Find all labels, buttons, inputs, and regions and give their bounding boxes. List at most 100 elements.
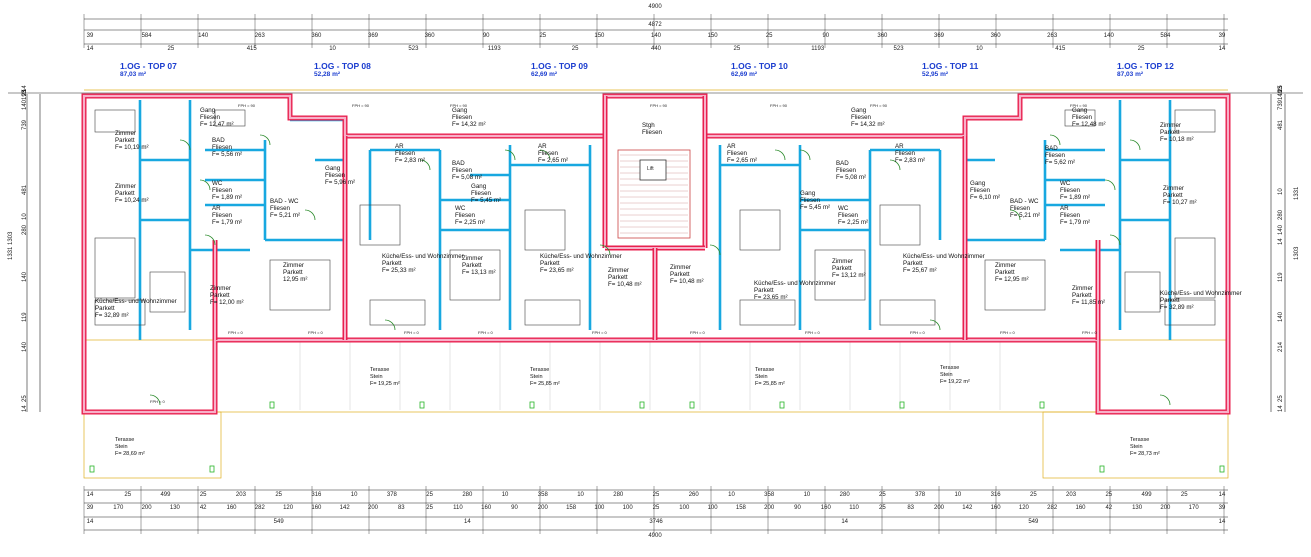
- room-area: F= 2,25 m²: [455, 219, 486, 226]
- door-swing-4: [304, 209, 316, 221]
- room-mat: Parkett: [1160, 129, 1180, 136]
- dimension-label: 160: [1075, 505, 1086, 511]
- outer-walls: [81, 93, 1231, 415]
- room-area: F= 10,19 m²: [115, 144, 149, 151]
- dimension-label-vertical: 739: [1278, 99, 1284, 110]
- room-area: F= 13,12 m²: [832, 272, 866, 279]
- room-area: F= 10,24 m²: [115, 197, 149, 204]
- dimension-label: 100: [594, 505, 605, 511]
- furniture-item-12: [814, 249, 866, 301]
- dimension-label-vertical: 14: [1278, 405, 1284, 412]
- dimension-label-vertical: 119: [1278, 272, 1284, 282]
- dimension-label: 584: [1160, 33, 1171, 39]
- dimension-label: 39: [86, 33, 94, 39]
- dimension-label: 282: [1047, 505, 1058, 511]
- room-name: AR: [727, 143, 736, 150]
- dimension-label-vertical: 1303: [1294, 246, 1300, 260]
- terrace-outline-1: [83, 411, 222, 479]
- terrace-outline-0: [83, 339, 1229, 413]
- dimension-label: 83: [907, 505, 915, 511]
- furniture-item-8: [524, 209, 566, 251]
- dimension-label: 14: [86, 46, 94, 52]
- door-swing-8: [539, 149, 551, 161]
- dimension-label-vertical: 14: [22, 405, 28, 412]
- dimension-label: 25: [879, 505, 886, 511]
- door-swing-5: [384, 319, 396, 331]
- dimension-label: 39: [1218, 505, 1226, 511]
- dimension-label: 1193: [811, 46, 825, 52]
- dimension-label: 316: [311, 492, 322, 498]
- terrace-name: Terasse: [755, 367, 775, 373]
- room-mat: Parkett: [754, 287, 774, 294]
- dimension-label: 100: [622, 505, 633, 511]
- room-area: F= 1,89 m²: [212, 194, 243, 201]
- fph-label: FPH = 90: [770, 103, 788, 108]
- unit-area-top11: 52,95 m²: [922, 71, 949, 78]
- room-area: F= 23,65 m²: [540, 267, 574, 274]
- room-mat: Parkett: [115, 137, 135, 144]
- room-area: F= 2,65 m²: [727, 157, 758, 164]
- dimension-label-vertical: 14: [22, 85, 28, 92]
- room-name: BAD: [836, 160, 849, 167]
- room-mat: Parkett: [608, 274, 628, 281]
- furniture-item-11: [739, 299, 796, 326]
- dimension-label: 14: [86, 492, 94, 498]
- door-swing-11: [774, 149, 786, 161]
- room-area: F= 12,47 m²: [200, 121, 234, 128]
- door-swing-17: [1104, 179, 1116, 191]
- dimension-label: 160: [481, 505, 492, 511]
- dimension-label: 360: [424, 33, 435, 39]
- stair-box: [617, 149, 691, 239]
- furniture-item-5: [359, 204, 401, 246]
- dimension-label: 280: [613, 492, 624, 498]
- dimension-label: 203: [235, 492, 246, 498]
- furniture-item-20: [214, 109, 246, 127]
- dimension-label: 25: [426, 492, 433, 498]
- dimension-label-vertical: 25: [1278, 395, 1284, 402]
- dimension-label-vertical: 140: [22, 271, 28, 282]
- room-name: Küche/Ess- und Wohnzimmer: [95, 298, 177, 305]
- fph-label: FPH = 0: [690, 330, 705, 335]
- dimension-label-vertical: 140: [22, 341, 28, 352]
- dimension-label: 10: [577, 492, 584, 498]
- room-name: Zimmer: [1160, 122, 1181, 129]
- dimension-label: 158: [566, 505, 577, 511]
- dimension-label: 170: [113, 505, 124, 511]
- room-mat: Parkett: [903, 260, 923, 267]
- dimension-label: 110: [453, 505, 463, 511]
- room-area: F= 12,00 m²: [210, 299, 244, 306]
- door-swing-15: [1009, 209, 1021, 221]
- unit-title-top07: 1.OG - TOP 07: [120, 61, 177, 71]
- dimension-label: 14: [1218, 519, 1226, 525]
- fph-label: FPH = 90: [870, 103, 888, 108]
- dimension-label: 25: [275, 492, 282, 498]
- room-area: F= 10,48 m²: [670, 278, 704, 285]
- terrace-marker-1: [209, 465, 215, 473]
- dimension-label: 358: [764, 492, 775, 498]
- dimension-label-vertical: 1303: [8, 231, 14, 245]
- room-mat: Parkett: [382, 260, 402, 267]
- terrace-name: Terasse: [370, 367, 390, 373]
- unit-title-top09: 1.OG - TOP 09: [531, 61, 588, 71]
- room-area: F= 5,96 m²: [325, 179, 356, 186]
- furniture-item-17: [1174, 237, 1216, 299]
- furniture-item-21: [1064, 109, 1096, 127]
- dimension-label: 10: [803, 492, 811, 498]
- door-swing-20: [149, 394, 161, 406]
- fph-label: FPH = 90: [1070, 103, 1088, 108]
- room-mat: Parkett: [95, 305, 115, 312]
- dimension-label: 25: [1137, 46, 1145, 52]
- furniture-item-1: [94, 237, 136, 299]
- room-area: F= 5,62 m²: [1045, 159, 1076, 166]
